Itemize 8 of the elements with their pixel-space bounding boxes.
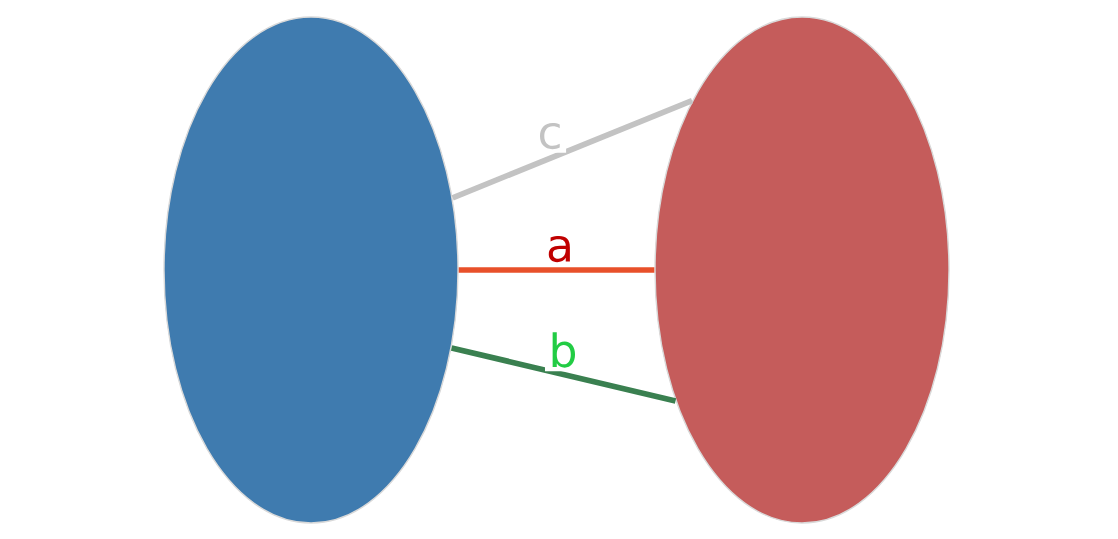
edge-label: a: [542, 232, 578, 266]
edge-label: b: [545, 328, 582, 372]
connector-line: [451, 98, 694, 201]
edge-label: c: [533, 119, 567, 153]
ellipse: [163, 16, 459, 524]
connector-line: [458, 267, 655, 273]
connector-line: [450, 345, 677, 404]
ellipse: [654, 16, 950, 524]
